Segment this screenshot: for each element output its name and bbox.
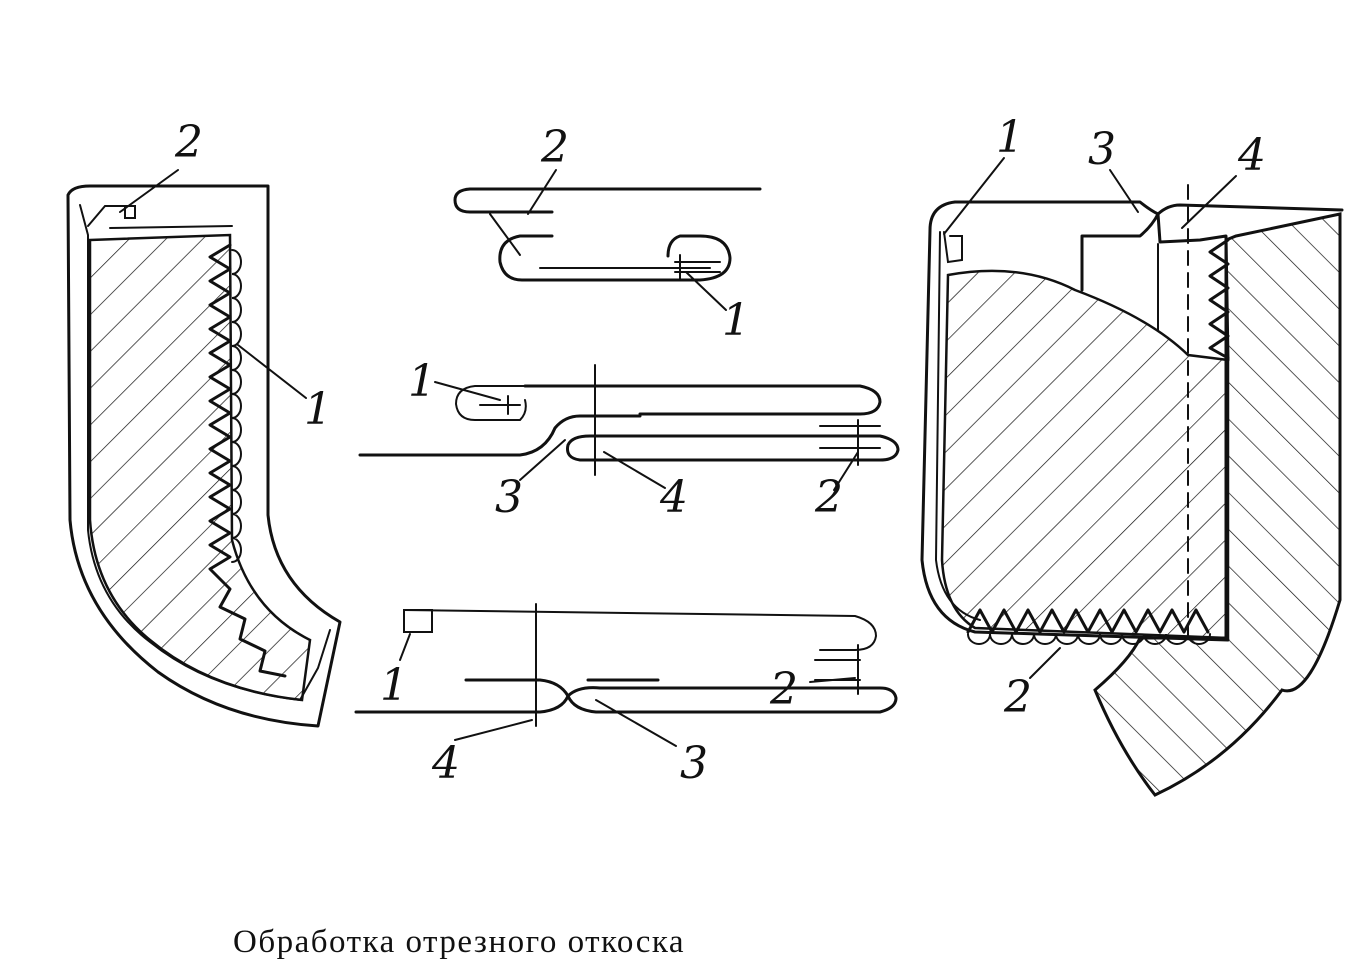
mt-label-2: 2 <box>540 122 569 173</box>
left-hatched-panel <box>88 233 312 702</box>
right-leader-4 <box>1181 175 1237 229</box>
mc-label-3: 3 <box>495 472 523 523</box>
mc-leader-2 <box>833 451 859 491</box>
right-label-2: 2 <box>1003 672 1032 723</box>
right-front-hatched <box>940 269 1230 640</box>
mb-label-1: 1 <box>380 660 408 711</box>
left-seam-loops <box>231 249 242 563</box>
left-top-fold <box>87 205 233 229</box>
middle-top-figure: 2 1 <box>453 122 762 346</box>
mc-label-4: 4 <box>659 472 688 523</box>
right-bottom-overlock <box>966 608 1210 634</box>
mc-leader-4 <box>603 451 666 489</box>
right-leader-3 <box>1109 169 1139 213</box>
left-label-1: 1 <box>304 384 332 435</box>
middle-center-figure: 1 3 4 2 <box>358 356 900 523</box>
right-lining-hatched <box>1093 212 1342 797</box>
mc-lower-fold <box>566 434 900 462</box>
mb-label-2: 2 <box>769 664 798 715</box>
right-top-overlock <box>1208 238 1230 360</box>
mb-middle-layer <box>464 678 660 698</box>
right-leader-2 <box>1029 647 1061 679</box>
right-figure: 1 3 4 2 <box>920 112 1344 797</box>
mc-base-line <box>358 414 642 457</box>
mt-label-1: 1 <box>722 295 750 346</box>
mt-leader-2b <box>527 169 557 215</box>
mb-leader-4 <box>454 719 533 741</box>
mb-label-4: 4 <box>431 738 460 789</box>
mc-label-2: 2 <box>814 472 843 523</box>
left-leader-2 <box>119 169 179 213</box>
mb-leader-1 <box>399 633 411 661</box>
mb-label-3: 3 <box>680 738 708 789</box>
mc-leader-3 <box>519 439 566 481</box>
mb-base-line <box>354 686 898 714</box>
figure-caption: Обработка отрезного откоска <box>233 924 686 960</box>
right-top-fold <box>943 231 963 264</box>
left-outer-outline <box>66 184 342 728</box>
mb-leader-3 <box>595 699 677 747</box>
mb-edge-block <box>403 609 433 633</box>
left-leader-1 <box>237 344 307 399</box>
mc-label-1: 1 <box>408 356 436 407</box>
mb-top-layer <box>403 609 878 651</box>
right-label-4: 4 <box>1237 130 1266 181</box>
mc-top-layer <box>523 384 882 416</box>
right-facing-strip <box>1080 212 1230 362</box>
right-label-3: 3 <box>1088 124 1116 175</box>
mb-leader-2 <box>809 677 856 683</box>
mt-lower-fold <box>498 234 732 282</box>
right-leader-1 <box>943 157 1005 235</box>
mt-leader-1 <box>685 271 727 311</box>
mc-leader-1 <box>434 381 501 401</box>
right-bottom-loops <box>967 633 1211 645</box>
mt-leader-2a <box>489 213 521 256</box>
left-figure: 2 1 <box>66 117 342 728</box>
mt-top-fold <box>453 187 762 214</box>
left-overlock-seam <box>208 243 287 678</box>
middle-bottom-figure: 1 4 3 2 <box>354 603 898 789</box>
left-label-2: 2 <box>174 117 203 168</box>
right-label-1: 1 <box>996 112 1024 163</box>
